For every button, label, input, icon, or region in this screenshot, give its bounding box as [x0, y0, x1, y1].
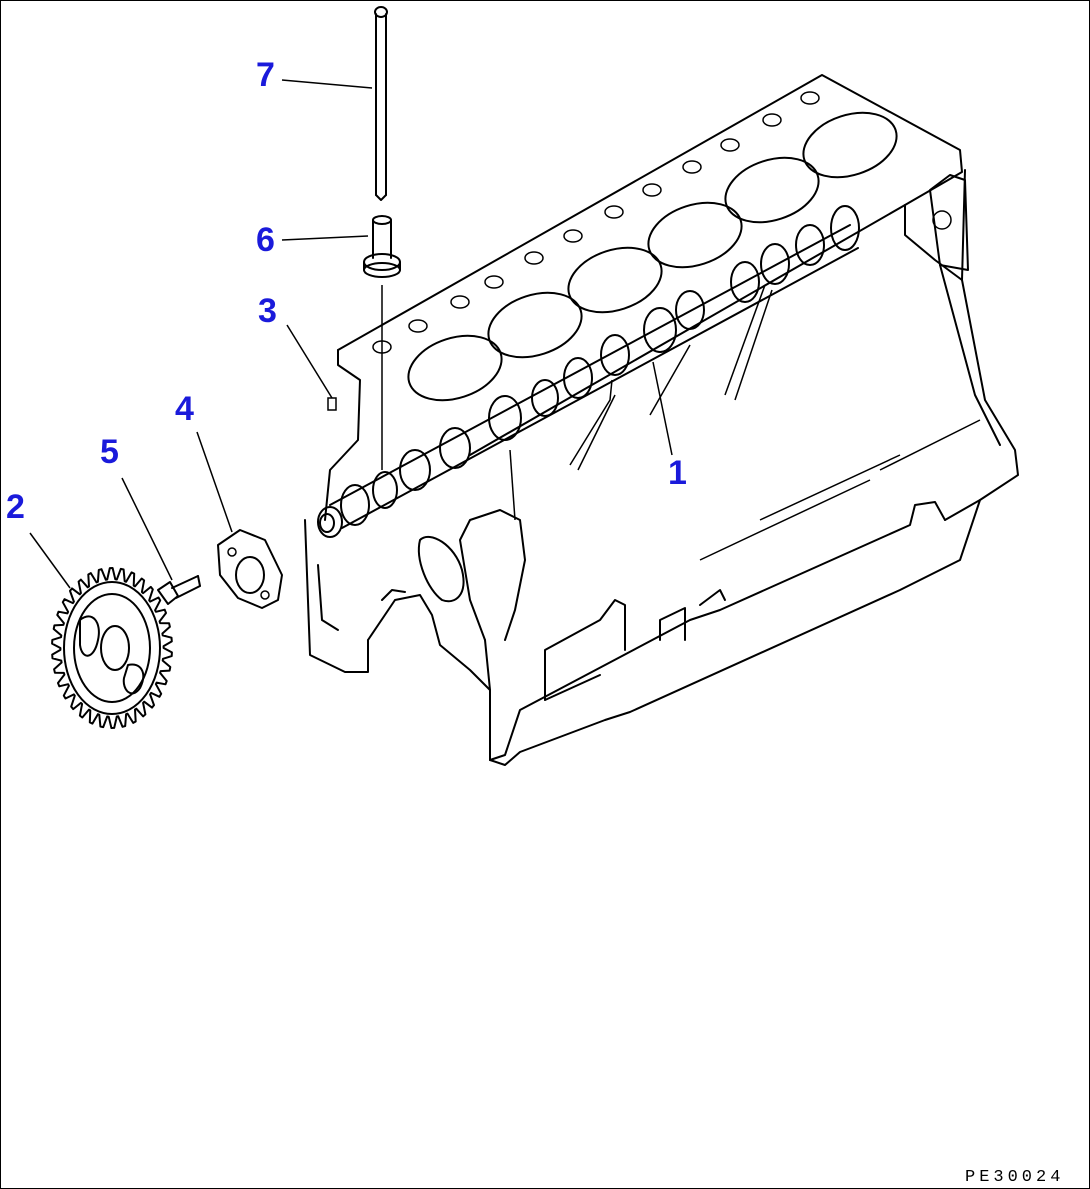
callout-3: 3: [258, 292, 277, 330]
callout-1: 1: [668, 454, 687, 492]
tappet-part: [363, 215, 401, 470]
thrust-plate-part: [217, 529, 283, 609]
callout-2: 2: [6, 488, 25, 526]
deck-bolt-holes: [372, 91, 820, 354]
callout-5: 5: [100, 433, 119, 471]
cylinder-bores: [407, 111, 898, 402]
leader-lines: [29, 79, 673, 589]
callout-4: 4: [175, 390, 194, 428]
drawing-code: PE30024: [965, 1168, 1064, 1187]
bolt-part: [157, 575, 201, 605]
push-rod-part: [374, 6, 388, 201]
camshaft: [317, 205, 860, 538]
key-part: [327, 397, 337, 411]
gear-teeth-outline: [51, 567, 173, 729]
callout-6: 6: [256, 221, 275, 259]
cylinder-block: [304, 74, 1019, 766]
cam-gear-part: [51, 567, 173, 729]
callout-7: 7: [256, 56, 275, 94]
